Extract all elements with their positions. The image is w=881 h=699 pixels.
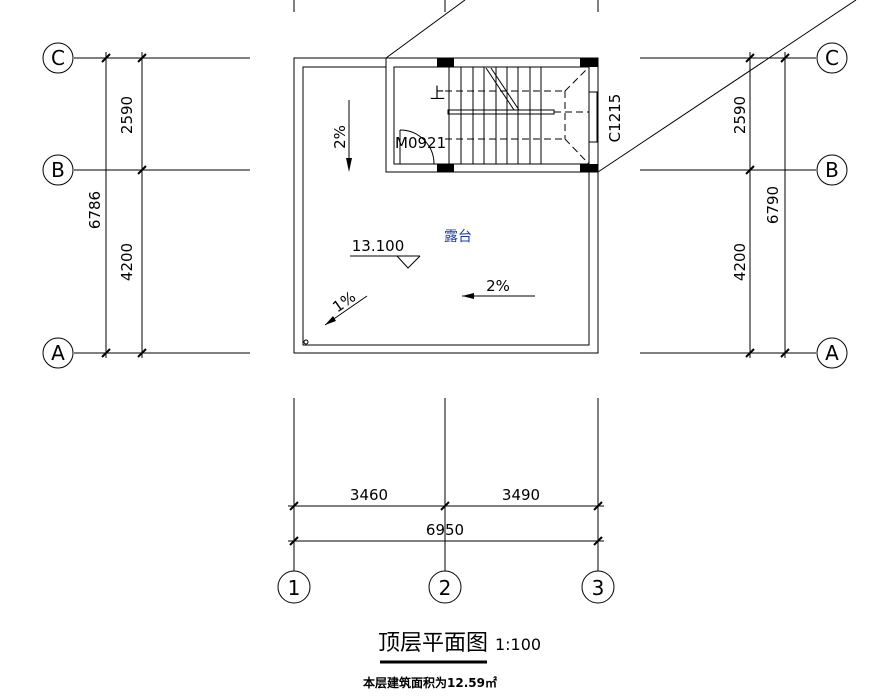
svg-text:4200: 4200: [731, 243, 749, 281]
slope-arrow-diagonal: 1%: [324, 288, 368, 326]
axis-bubble-a-left: A: [42, 337, 74, 369]
svg-text:A: A: [825, 341, 839, 365]
axis-bubble-c-right: C: [816, 42, 848, 74]
svg-text:4200: 4200: [118, 243, 136, 281]
dimension-left: 2590 4200 6786: [86, 52, 147, 358]
svg-text:13.100: 13.100: [352, 237, 405, 255]
axis-bubble-2: 2: [428, 570, 462, 604]
svg-text:6950: 6950: [426, 521, 464, 539]
slope-arrow-bottom: 2%: [462, 277, 535, 299]
svg-text:2%: 2%: [331, 125, 349, 149]
axis-bubble-b-right: B: [816, 154, 848, 186]
svg-text:2%: 2%: [486, 277, 510, 295]
door-label: M0921: [395, 134, 446, 152]
window-label: C1215: [606, 94, 624, 143]
svg-text:2: 2: [439, 576, 452, 600]
svg-text:B: B: [825, 158, 839, 182]
dimension-bottom: 3460 3490 6950: [288, 398, 604, 571]
svg-text:2590: 2590: [118, 96, 136, 134]
stair-room: 上 M0921 C1215: [385, 57, 624, 173]
axis-bubble-3: 3: [581, 570, 615, 604]
column-stubs-top: [293, 0, 599, 12]
drawing-title: 顶层平面图: [378, 631, 488, 656]
svg-text:B: B: [51, 158, 65, 182]
svg-text:C: C: [825, 46, 839, 70]
axis-bubble-b-left: B: [42, 154, 74, 186]
svg-text:2590: 2590: [731, 96, 749, 134]
svg-text:1%: 1%: [329, 288, 359, 316]
svg-text:3490: 3490: [502, 486, 540, 504]
svg-text:6786: 6786: [86, 191, 104, 229]
svg-text:A: A: [51, 341, 65, 365]
dimension-right: 2590 4200 6790: [731, 52, 790, 358]
svg-text:6790: 6790: [764, 186, 782, 224]
svg-text:1: 1: [288, 576, 301, 600]
axis-bubble-a-right: A: [816, 337, 848, 369]
elevation-marker: 13.100: [350, 237, 421, 269]
grid-lines-rows: [74, 57, 816, 354]
axis-bubble-c-left: C: [42, 42, 74, 74]
stair-up-label: 上: [430, 84, 445, 102]
leader-line: [597, 0, 857, 173]
stair-treads: [448, 67, 542, 164]
area-note: 本层建筑面积为12.59㎡: [363, 675, 497, 690]
axis-bubble-1: 1: [277, 570, 311, 604]
drawing-scale: 1:100: [495, 635, 541, 654]
svg-text:3460: 3460: [350, 486, 388, 504]
leader-line: [385, 0, 466, 59]
svg-text:C: C: [51, 46, 65, 70]
slope-arrow-left: 2%: [331, 100, 352, 172]
room-label: 露台: [444, 229, 472, 245]
svg-text:3: 3: [592, 576, 605, 600]
